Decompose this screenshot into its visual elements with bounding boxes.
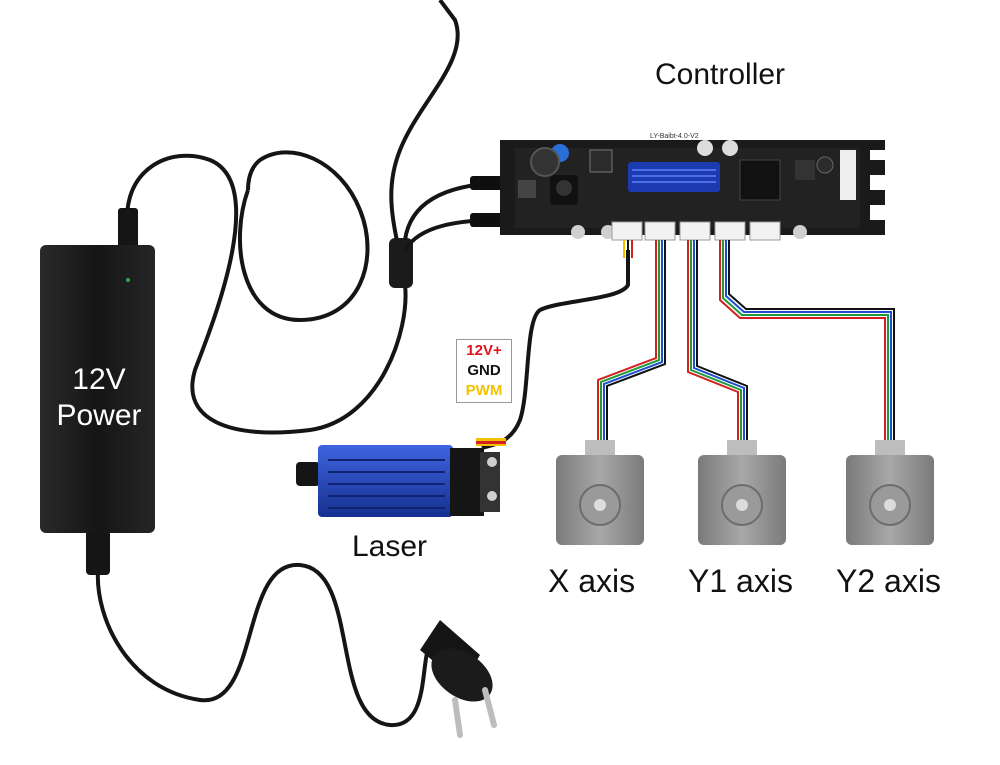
ac-power-cord [95,562,432,728]
power-supply [40,208,155,575]
x-axis-label: X axis [548,563,636,599]
y2-axis-motor [846,440,934,545]
dc-cable-1 [403,181,501,241]
power-supply-label: 12V Power [44,362,154,434]
cable-loop [237,150,370,323]
pin-gnd-label: GND [467,362,501,379]
dc-plug-2 [470,213,506,227]
board-label: LY-Baibt-4.0-V2 [650,133,699,140]
ac-plug [420,620,497,738]
psu-to-controller-cable [125,0,460,435]
x-axis-motor [556,440,644,545]
dc-plug-1 [470,176,506,190]
pin-pwm-label: PWM [465,382,503,399]
y2-axis-label: Y2 axis [836,563,941,599]
y1-axis-label: Y1 axis [688,563,793,599]
power-supply-word: Power [56,399,142,432]
controller-title: Controller [655,58,786,91]
laser-pinout-legend: 12V+ GND PWM [456,339,512,403]
y1-axis-motor [698,440,786,545]
laser-module [296,438,506,517]
power-supply-voltage: 12V [72,363,126,396]
x-axis-wires [597,240,666,448]
y1-axis-wires [687,240,748,448]
pin-12v-label: 12V+ [466,342,502,359]
laser-title: Laser [352,530,428,563]
controller-board [500,140,885,241]
y2-axis-wires [719,240,895,448]
